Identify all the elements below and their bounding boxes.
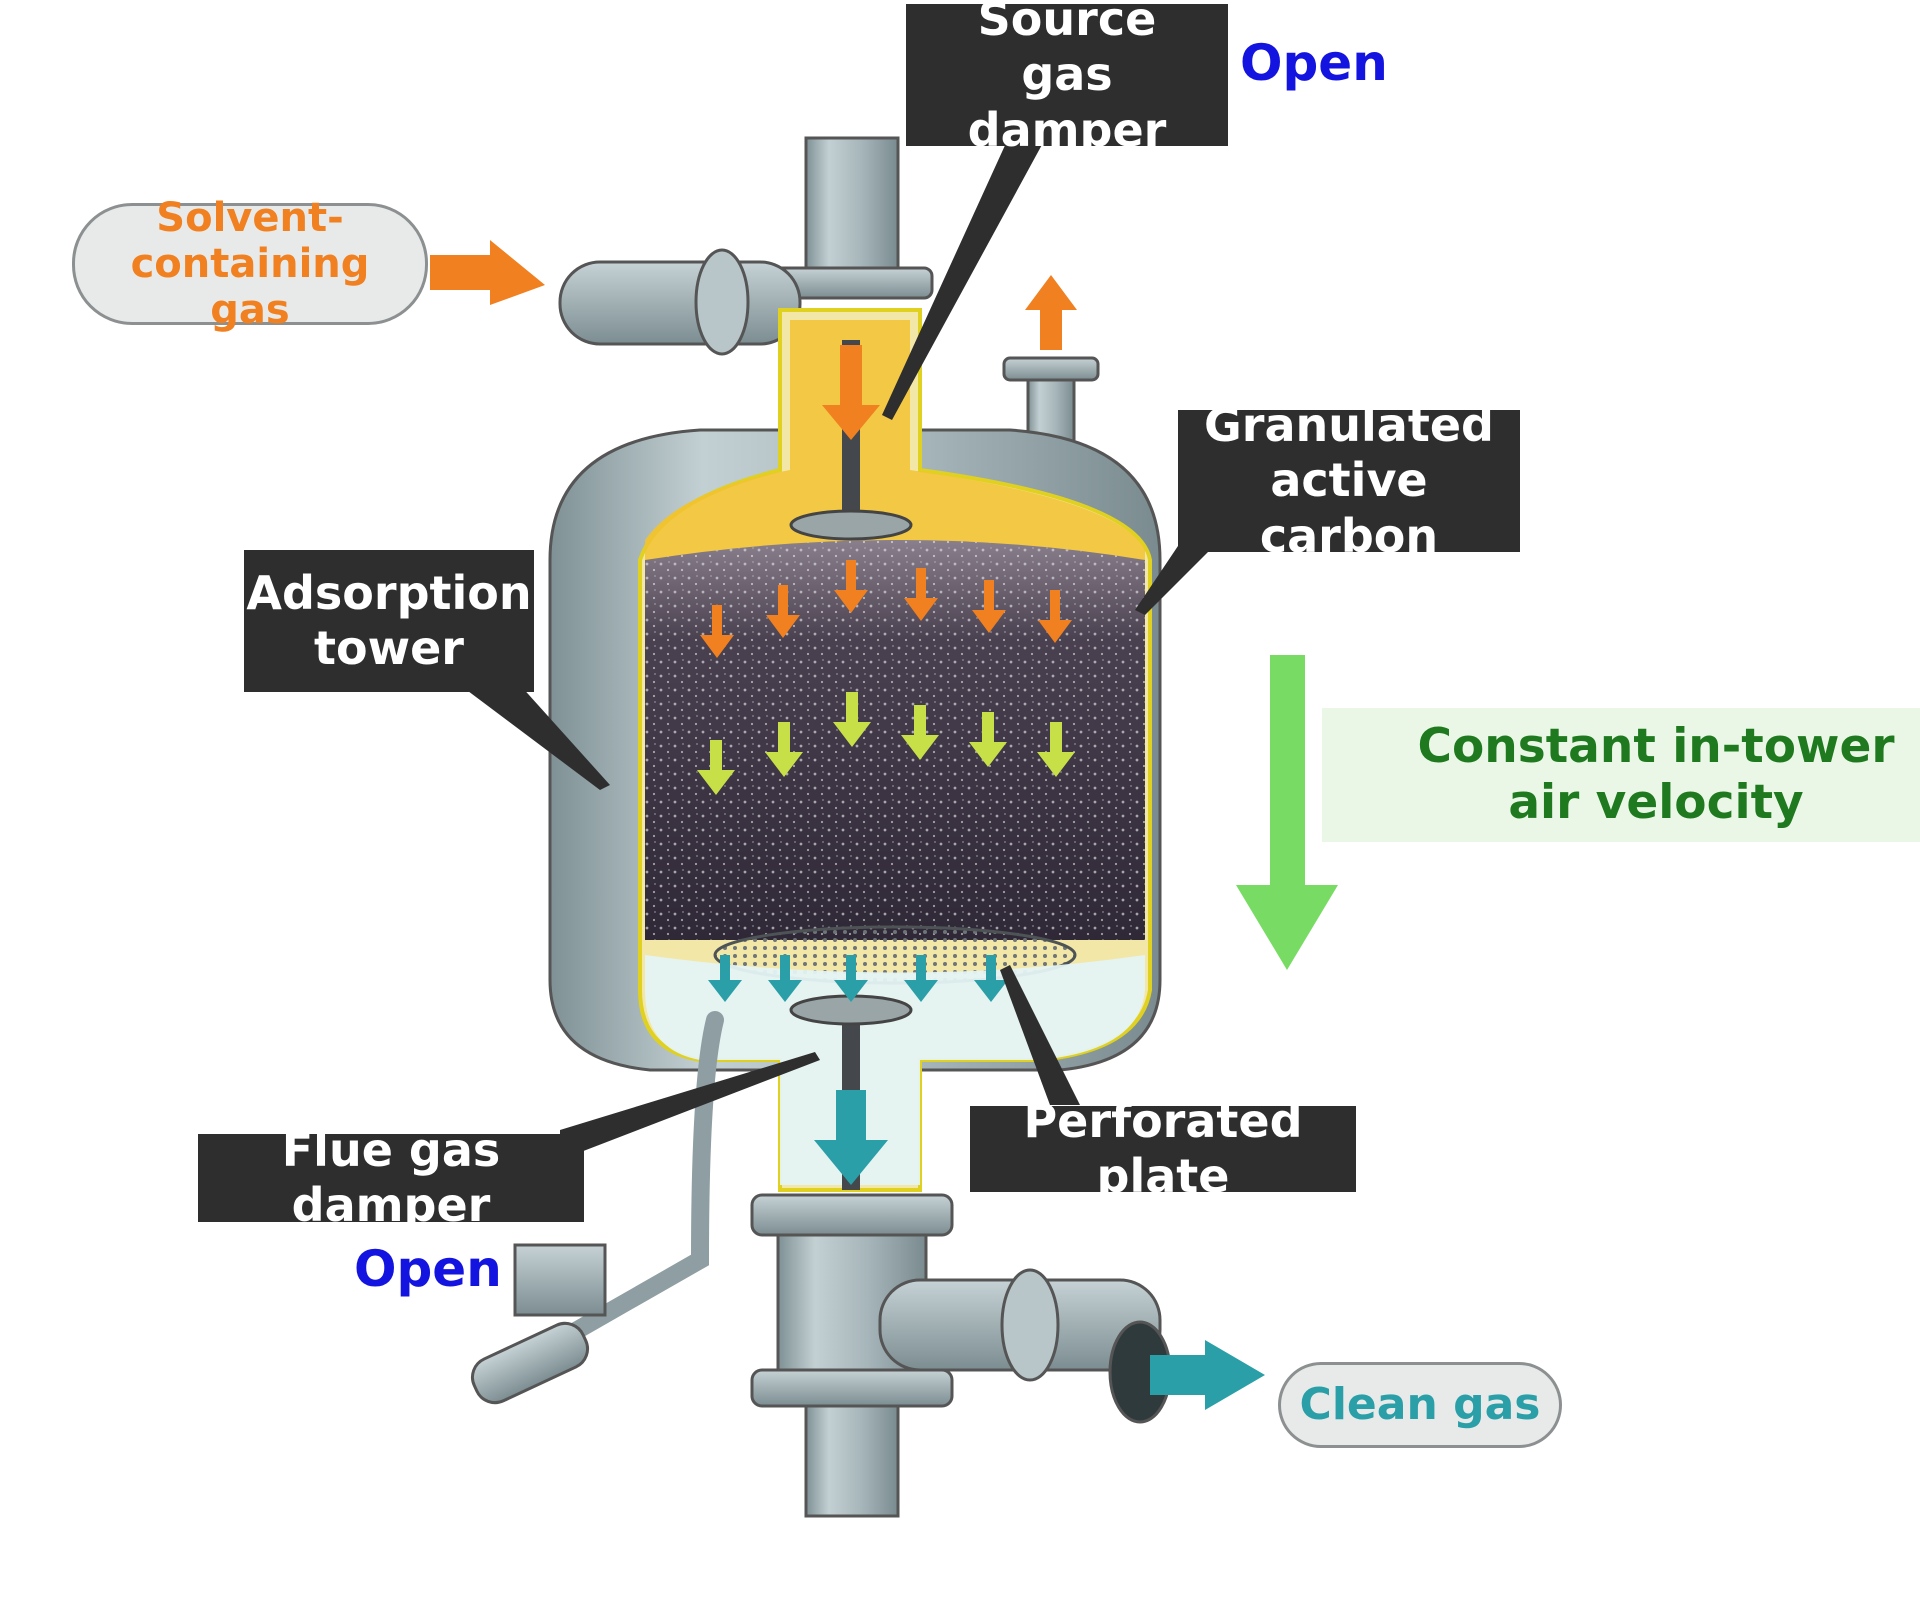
bed-flow-arrows (697, 692, 1075, 795)
teal-arrow-5 (974, 955, 1008, 1002)
down-arrow-4 (904, 568, 938, 621)
pointer-perforated (1000, 965, 1080, 1105)
flue-gas-line (551, 1011, 724, 1349)
open-label-bottom: Open (354, 1240, 502, 1298)
adsorption-tower-label: Adsorption tower (244, 550, 534, 692)
source-gas-damper-label: Source gas damper (906, 0, 1228, 157)
solvent-gas-arrows (430, 240, 1077, 658)
granulated-carbon-label: Granulated active carbon (1178, 398, 1520, 563)
bed-arrow-6 (1037, 722, 1075, 777)
pointer-carbon (1135, 540, 1220, 615)
pointer-flue (560, 1052, 820, 1160)
bottom-flange-2 (750, 1368, 954, 1408)
vent-pipe-flange (1002, 356, 1100, 382)
flue-gas-damper-label: Flue gas damper (198, 1123, 584, 1232)
pointer-source-damper (882, 130, 1050, 420)
teal-arrow-4 (904, 955, 938, 1002)
constant-velocity-note: Constant in-tower air velocity (1322, 708, 1920, 842)
down-arrow-1 (700, 605, 734, 658)
perforated-plate-label: Perforated plate (970, 1094, 1356, 1203)
inlet-pipe-flange (694, 248, 750, 356)
carbon-granules (645, 540, 1145, 940)
teal-arrow-1 (708, 955, 742, 1002)
source-damper-disc (789, 509, 913, 541)
incoming-gas-zone (645, 320, 1145, 590)
bed-arrow-2 (765, 722, 803, 777)
teal-arrow-main (814, 1090, 888, 1185)
teal-arrow-3 (834, 955, 868, 1002)
flue-valve-box (513, 1243, 607, 1317)
pointer-lines (460, 130, 1220, 1160)
bottom-flange (750, 1193, 954, 1237)
bed-arrow-3 (833, 692, 871, 747)
clean-gas-label: Clean gas (1278, 1362, 1562, 1448)
down-arrow-2 (766, 585, 800, 638)
down-arrow-3 (834, 560, 868, 613)
down-arrow-main (822, 345, 880, 440)
pointer-adsorption (460, 685, 610, 790)
outlet-pipe-flange (1000, 1268, 1060, 1382)
velocity-arrow (1236, 655, 1338, 970)
solvent-gas-label: Solvent-containing gas (72, 195, 428, 333)
down-arrow-5 (972, 580, 1006, 633)
clean-gas-arrows (708, 955, 1265, 1410)
bottom-pipe (804, 1404, 900, 1518)
bed-arrow-5 (969, 712, 1007, 767)
flue-valve-pipe (470, 1321, 590, 1405)
inlet-arrow (430, 240, 545, 305)
vent-up-arrow (1025, 275, 1077, 350)
inlet-pipe (558, 260, 802, 346)
clean-gas-out-arrow (1150, 1340, 1265, 1410)
teal-arrow-2 (768, 955, 802, 1002)
open-label-top: Open (1240, 34, 1388, 92)
down-arrow-6 (1038, 590, 1072, 643)
bed-arrow-4 (901, 705, 939, 760)
bed-arrow-1 (697, 740, 735, 795)
